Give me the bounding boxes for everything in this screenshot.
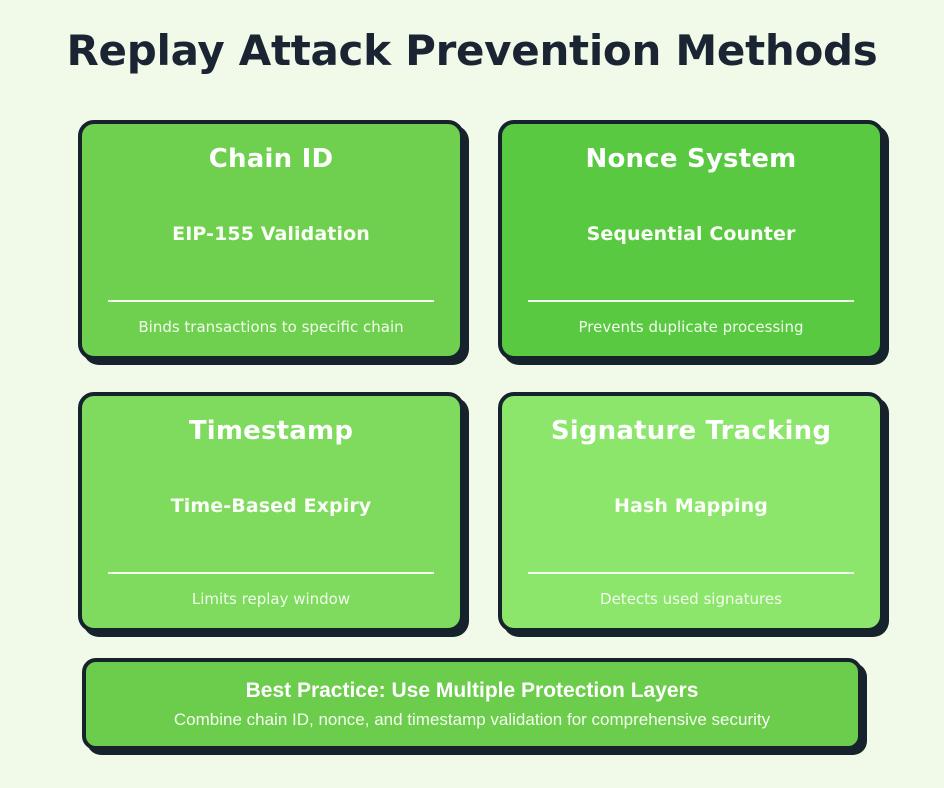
card-subtitle: EIP-155 Validation [172, 222, 370, 245]
card-middle: Time-Based Expiry [108, 448, 434, 564]
card-divider [108, 572, 434, 574]
card-title: Nonce System [585, 144, 797, 174]
banner-subtitle: Combine chain ID, nonce, and timestamp v… [173, 709, 771, 729]
card-divider [528, 300, 854, 302]
card-description: Detects used signatures [600, 590, 782, 608]
method-card-signature-tracking[interactable]: Signature Tracking Hash Mapping Detects … [498, 392, 884, 632]
card-subtitle: Hash Mapping [614, 494, 768, 517]
card-subtitle: Sequential Counter [586, 222, 796, 245]
card-middle: EIP-155 Validation [108, 176, 434, 292]
card-description: Binds transactions to specific chain [138, 318, 404, 336]
card-divider [528, 572, 854, 574]
page-title: Replay Attack Prevention Methods [66, 26, 878, 75]
card-middle: Hash Mapping [528, 448, 854, 564]
method-card-nonce-system[interactable]: Nonce System Sequential Counter Prevents… [498, 120, 884, 360]
banner-title: Best Practice: Use Multiple Protection L… [245, 678, 699, 702]
card-description: Limits replay window [191, 590, 351, 608]
card-divider [108, 300, 434, 302]
card-title: Signature Tracking [550, 416, 832, 446]
card-subtitle: Time-Based Expiry [170, 494, 372, 517]
method-card-chain-id[interactable]: Chain ID EIP-155 Validation Binds transa… [78, 120, 464, 360]
card-title: Timestamp [188, 416, 354, 446]
card-title: Chain ID [208, 144, 334, 174]
method-card-grid: Chain ID EIP-155 Validation Binds transa… [78, 120, 884, 632]
best-practice-banner[interactable]: Best Practice: Use Multiple Protection L… [82, 658, 862, 750]
method-card-timestamp[interactable]: Timestamp Time-Based Expiry Limits repla… [78, 392, 464, 632]
card-description: Prevents duplicate processing [578, 318, 804, 336]
card-middle: Sequential Counter [528, 176, 854, 292]
